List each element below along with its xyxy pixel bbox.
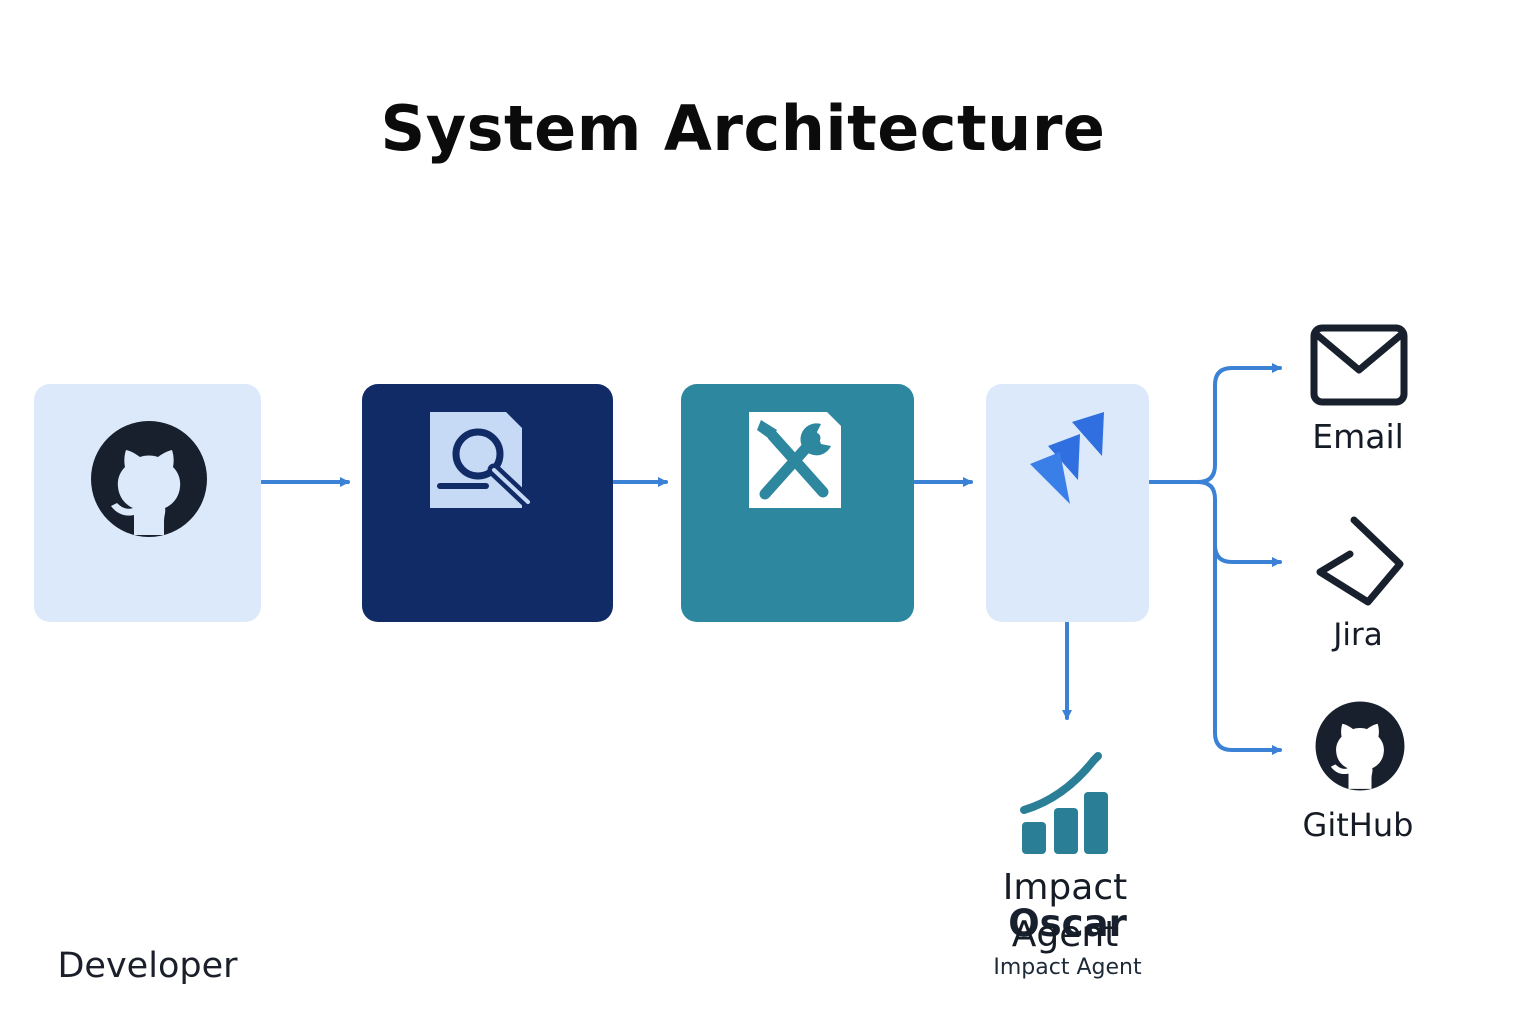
arrow-branch-to-github [1213, 543, 1282, 755]
envelope-icon [1310, 324, 1408, 406]
oscar-node: Oscar Impact Agent [986, 384, 1149, 980]
percy-node: Percy Analysis Agent [362, 384, 613, 985]
sarah-role: Fix Agent [732, 952, 863, 985]
impact-label-line1: Impact [1002, 867, 1128, 908]
percy-role: Analysis Agent [383, 952, 592, 985]
sarah-name: Sarah [735, 902, 860, 946]
growth-chart-icon [1020, 752, 1108, 854]
jira-label: Jira [1333, 617, 1383, 653]
developer-label: Developer [57, 946, 238, 986]
github-label: GitHub [1302, 806, 1414, 844]
document-search-icon [430, 412, 535, 509]
email-label: Email [1312, 417, 1404, 456]
jira-icon [1316, 516, 1404, 606]
sarah-node: Sarah Fix Agent [681, 384, 914, 985]
developer-node: Developer [34, 384, 261, 986]
jira-logo-icon [1030, 412, 1104, 504]
arrow-oscar-to-branches [1148, 363, 1282, 484]
oscar-name: Oscar [1008, 902, 1127, 945]
github-icon [1315, 701, 1405, 791]
arrow-branch-to-jira [1196, 480, 1282, 567]
diagram-title: System Architecture [380, 92, 1106, 165]
percy-name: Percy [427, 902, 548, 946]
wrench-screwdriver-icon [749, 412, 841, 508]
impact-agent-label: Impact Agent [983, 864, 1147, 958]
impact-label-line2: Agent [1011, 914, 1119, 955]
github-icon [91, 421, 207, 537]
oscar-role: Impact Agent [993, 955, 1142, 980]
